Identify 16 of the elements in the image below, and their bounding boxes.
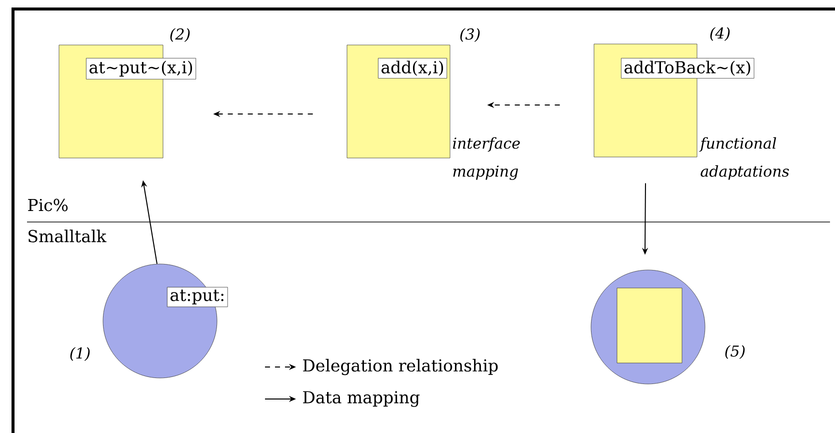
callout-number: (4) [710,27,730,41]
layer-label: Pic% [28,198,68,212]
callout-number: (1) [70,347,90,361]
layer-label: Smalltalk [28,230,106,242]
side-note: functional adaptations [699,137,789,180]
callout-number: (3) [460,28,480,42]
legend-text: Data mapping [303,391,420,407]
method-label: add(x,i) [378,58,448,78]
callout-number: (5) [725,345,745,359]
inner-class-box [616,288,682,364]
callout-number: (2) [170,28,190,42]
method-label: at:put: [167,287,228,308]
method-label: at~put~(x,i) [86,58,196,80]
method-label: addToBack~(x) [621,58,754,78]
legend-text: Delegation relationship [303,358,498,376]
side-note: interface mapping [452,137,520,180]
